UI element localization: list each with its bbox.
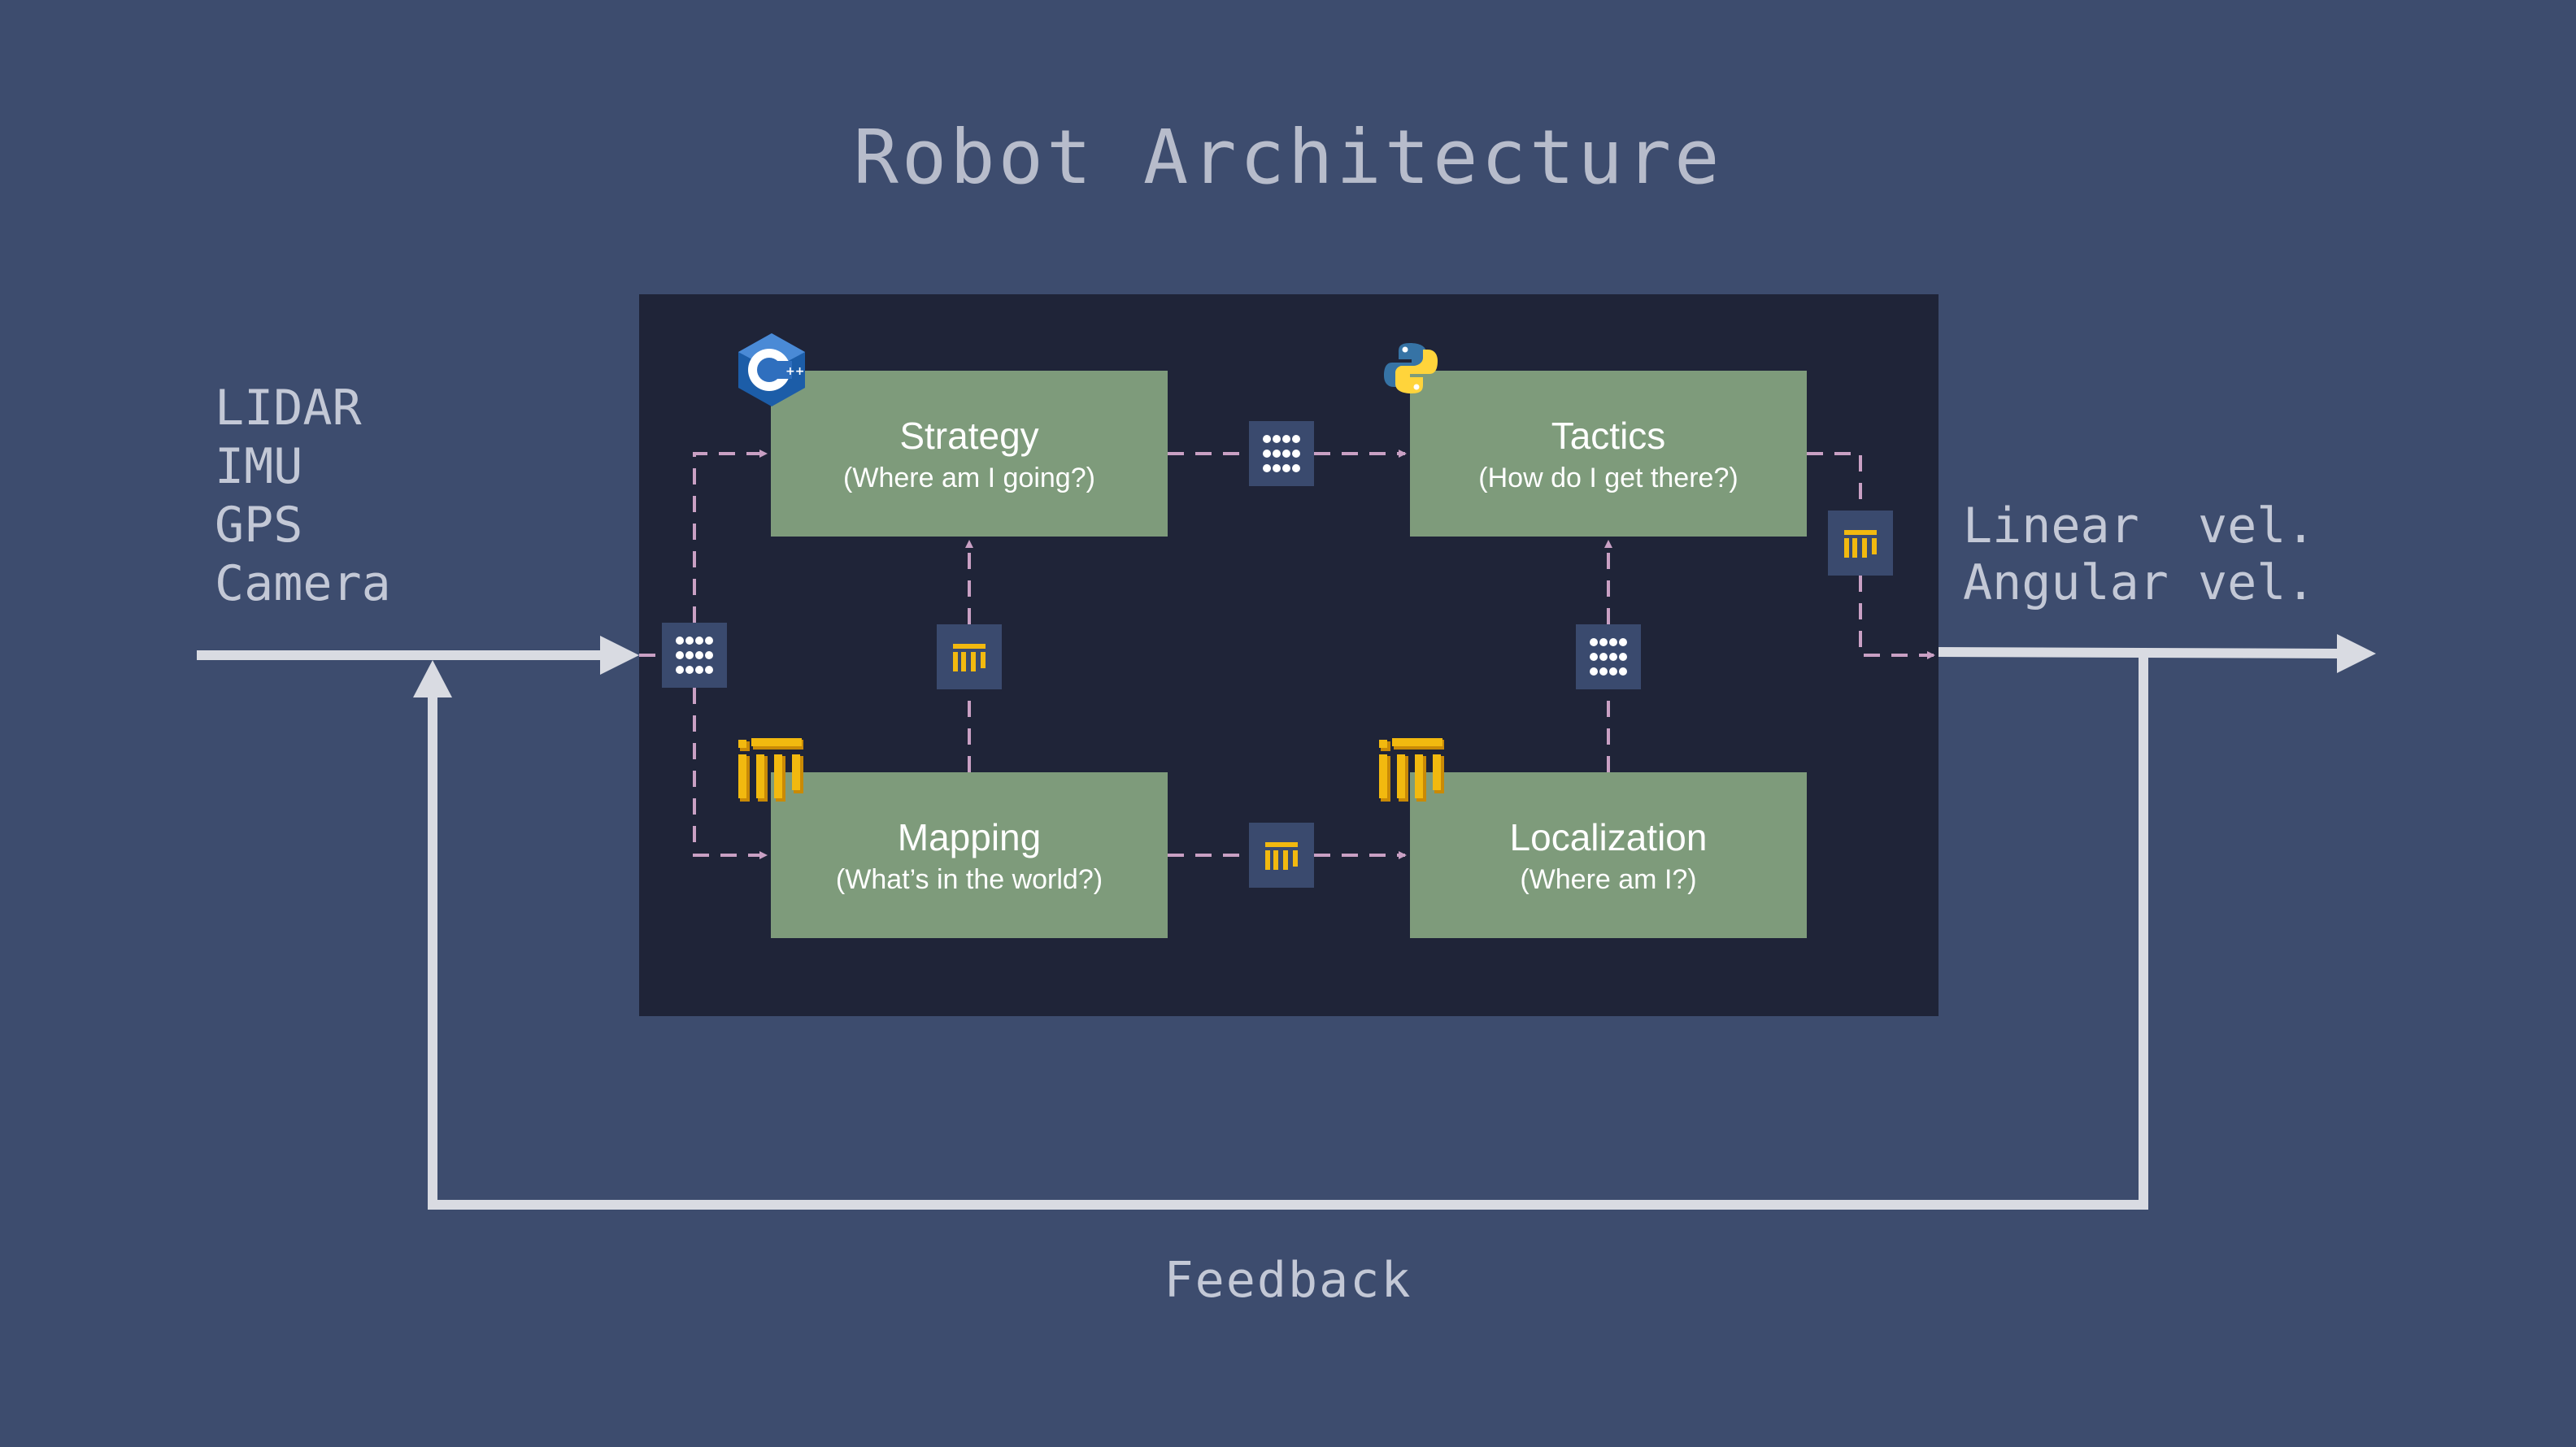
link-input-mapping (693, 688, 768, 859)
ros-node-icon[interactable] (1249, 823, 1314, 888)
cpp-logo-icon: ++ (738, 333, 805, 406)
input-label: GPS (215, 497, 303, 554)
module-name: Tactics (1551, 415, 1666, 457)
diagram-title: Robot Architecture (853, 114, 1723, 201)
module-question: (Where am I?) (1520, 864, 1697, 895)
link-input-strategy (693, 450, 768, 623)
feedback-label: Feedback (1164, 1252, 1412, 1309)
ros-node-icon[interactable] (937, 624, 1002, 689)
ros-logo-icon (738, 738, 803, 802)
input-arrowhead (600, 636, 639, 675)
svg-text:++: ++ (785, 365, 804, 378)
module-name: Localization (1509, 816, 1708, 858)
module-name: Mapping (897, 816, 1042, 858)
input-label: Camera (215, 555, 391, 612)
ros-logo-icon (1379, 738, 1444, 802)
link-node-output (1859, 576, 1935, 659)
mapping-module[interactable]: Mapping (What’s in the world?) (771, 772, 1168, 938)
input-label: LIDAR (215, 380, 362, 437)
dots-grid-icon[interactable] (662, 623, 727, 688)
output-label: Linear vel. (1963, 498, 2316, 554)
dots-grid-icon[interactable] (1576, 624, 1641, 689)
python-logo-icon (1384, 343, 1438, 393)
input-label: IMU (215, 438, 303, 495)
link-tactics-node (1807, 452, 1862, 511)
sensor-input-list: LIDAR IMU GPS Camera (215, 379, 391, 613)
ros-node-icon[interactable] (1828, 511, 1893, 576)
tactics-module[interactable]: Tactics (How do I get there?) (1410, 371, 1807, 537)
localization-module[interactable]: Localization (Where am I?) (1410, 772, 1807, 938)
output-signal-line (1938, 647, 2343, 658)
output-arrowhead (2337, 634, 2376, 673)
output-list: Linear vel. Angular vel. (1963, 498, 2315, 611)
strategy-module[interactable]: Strategy (Where am I going?) (771, 371, 1168, 537)
feedback-loop-line (428, 654, 2148, 1210)
module-question: (What’s in the world?) (835, 864, 1103, 895)
feedback-arrowhead (413, 660, 452, 697)
output-label: Angular vel. (1963, 554, 2316, 611)
module-question: (How do I get there?) (1478, 463, 1738, 493)
dots-grid-icon[interactable] (1249, 421, 1314, 486)
module-name: Strategy (899, 415, 1039, 457)
module-question: (Where am I going?) (843, 463, 1095, 493)
